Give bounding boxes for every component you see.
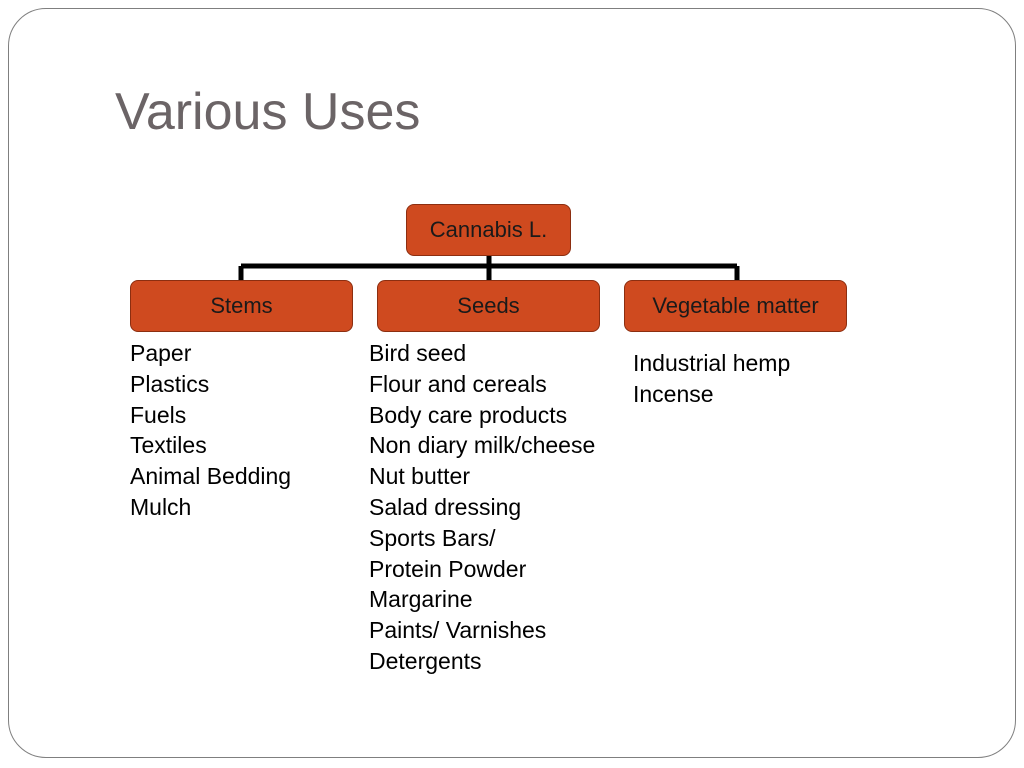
slide-frame xyxy=(8,8,1016,758)
list-item: Mulch xyxy=(130,493,192,520)
list-item: Paints/ Varnishes xyxy=(369,617,547,644)
list-item: Detergents xyxy=(369,647,482,674)
list-item: Flour and cereals xyxy=(369,370,547,397)
list-item: Fuels xyxy=(130,401,187,428)
node-vegetable-matter: Vegetable matter xyxy=(624,280,847,332)
list-item: Protein Powder xyxy=(369,555,527,582)
node-seeds-label: Seeds xyxy=(457,293,520,318)
list-item: Margarine xyxy=(369,586,473,613)
list-item: Salad dressing xyxy=(369,493,522,520)
list-item: Bird seed xyxy=(369,340,467,366)
node-cannabis-label: Cannabis L. xyxy=(429,217,548,242)
list-item: Non diary milk/cheese xyxy=(369,432,596,459)
list-item: Nut butter xyxy=(369,463,470,490)
list-item: Textiles xyxy=(130,432,207,459)
stems-uses-list: Paper Plastics Fuels Textiles Animal Bed… xyxy=(130,338,291,523)
node-seeds: Seeds xyxy=(377,280,600,332)
seeds-uses-list: Bird seed Flour and cereals Body care pr… xyxy=(369,338,595,677)
list-item: Industrial hemp xyxy=(633,350,791,376)
list-item: Animal Bedding xyxy=(130,463,292,490)
list-item: Sports Bars/ xyxy=(369,524,496,551)
list-item: Paper xyxy=(130,340,192,366)
list-item: Body care products xyxy=(369,401,568,428)
node-cannabis: Cannabis L. xyxy=(406,204,571,256)
slide-title: Various Uses xyxy=(115,83,421,141)
node-stems: Stems xyxy=(130,280,353,332)
list-item: Plastics xyxy=(130,370,210,397)
list-item: Incense xyxy=(633,380,714,407)
node-vegetable-matter-label: Vegetable matter xyxy=(652,293,819,318)
node-stems-label: Stems xyxy=(210,293,273,318)
vegetable-matter-uses-list: Industrial hemp Incense xyxy=(633,348,790,410)
